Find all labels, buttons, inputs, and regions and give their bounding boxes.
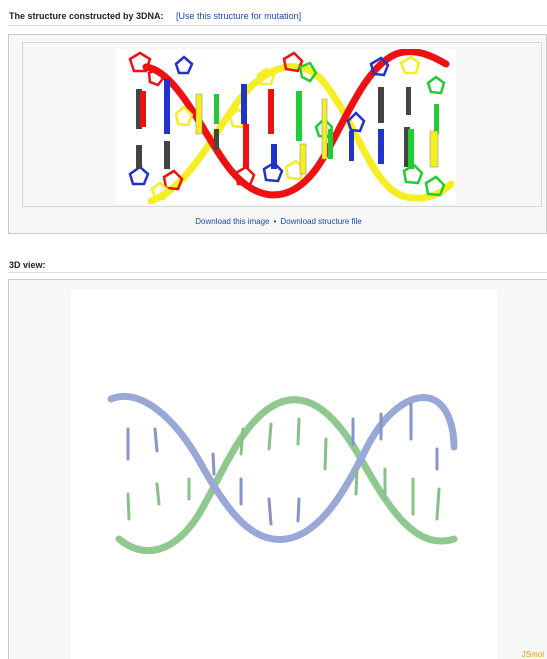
ring-yellow-2 <box>401 57 419 73</box>
structure-section-title: The structure constructed by 3DNA: <box>9 11 164 21</box>
slab-12 <box>271 144 277 169</box>
structure-panel: Download this image •Download structure f… <box>8 34 547 234</box>
ring-blue-4 <box>130 167 148 184</box>
slab-19 <box>378 129 384 164</box>
slab-4 <box>164 79 170 134</box>
slab-8 <box>214 129 219 149</box>
slab-15 <box>322 99 327 159</box>
jsmol-dna-svg <box>71 289 497 659</box>
structure-image-frame <box>22 42 542 207</box>
section-divider <box>8 25 547 26</box>
slab-11 <box>268 89 274 134</box>
slab-2 <box>140 91 146 127</box>
stick-4 <box>157 484 159 504</box>
use-for-mutation-link[interactable]: [Use this structure for mutation] <box>176 11 301 21</box>
slab-7 <box>214 94 219 124</box>
jsmol-viewer[interactable] <box>71 289 497 659</box>
link-separator: • <box>274 217 277 226</box>
structure-section-heading: The structure constructed by 3DNA: [Use … <box>9 11 301 21</box>
stick-6 <box>213 454 214 474</box>
slab-5 <box>164 141 170 169</box>
slab-3 <box>136 145 142 169</box>
download-structure-link[interactable]: Download structure file <box>280 217 361 226</box>
slab-17 <box>349 131 354 161</box>
stick-9 <box>241 429 243 454</box>
stick-13 <box>325 439 326 469</box>
slab-24 <box>430 131 438 167</box>
nucleotide-rings <box>130 53 444 199</box>
stick-2 <box>155 429 157 451</box>
section-divider <box>8 272 547 273</box>
download-image-link[interactable]: Download this image <box>195 217 269 226</box>
stick-12 <box>298 419 299 444</box>
stick-11 <box>298 499 299 521</box>
slab-10 <box>243 124 249 169</box>
dna-structure-image <box>116 49 456 204</box>
ring-green-2 <box>428 77 444 93</box>
stick-3 <box>128 494 129 519</box>
jsmol-label[interactable]: JSmol <box>522 650 544 659</box>
ring-blue-1 <box>176 57 192 73</box>
download-links: Download this image •Download structure f… <box>9 217 547 226</box>
stick-8 <box>269 499 271 524</box>
slab-18 <box>378 87 384 123</box>
slab-23 <box>434 104 439 134</box>
stick-10 <box>269 424 271 449</box>
slab-6 <box>196 94 202 134</box>
dna-schematic-svg <box>116 49 456 204</box>
slab-16 <box>328 129 333 159</box>
view3d-panel: JSmol <box>8 279 547 659</box>
slab-9 <box>241 84 247 124</box>
slab-13 <box>296 91 302 141</box>
slab-14 <box>300 144 306 174</box>
view3d-section-title: 3D view: <box>9 260 46 270</box>
ring-red-1 <box>130 53 150 71</box>
stick-21 <box>437 489 439 519</box>
stick-15 <box>356 469 357 494</box>
slab-22 <box>406 87 411 115</box>
slab-21 <box>408 129 414 169</box>
